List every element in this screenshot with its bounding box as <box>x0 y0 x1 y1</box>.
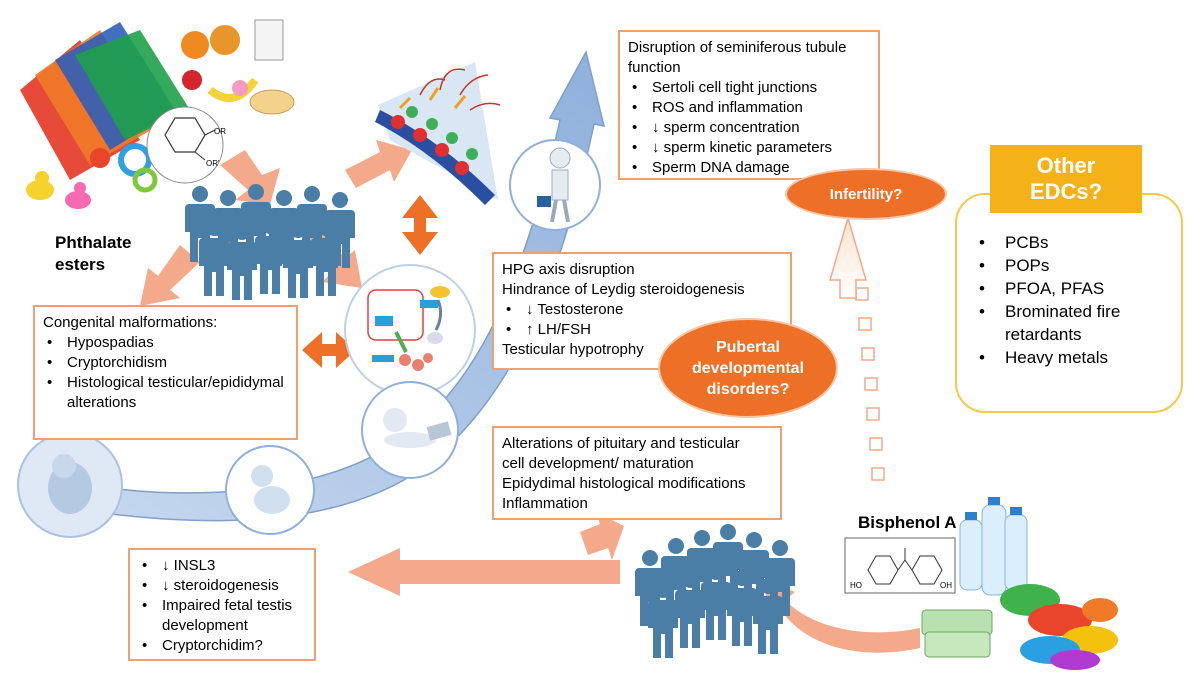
tubule-item: Sertoli cell tight junctions <box>628 78 870 98</box>
curved-arrow-bpa <box>762 578 920 653</box>
tubule-item: Sperm DNA damage <box>628 158 870 178</box>
tubule-item: ↓ sperm kinetic parameters <box>628 138 870 158</box>
pubertal-oval: Pubertal developmental disorders? <box>658 318 838 418</box>
bisphenol-label: Bisphenol A <box>858 513 957 532</box>
edc-item: POPs <box>975 254 1167 277</box>
fetal-item: Cryptorchidim? <box>138 636 306 656</box>
colored-folders-icon <box>20 22 190 180</box>
pituitary-box: Alterations of pituitary and testicular … <box>492 426 782 520</box>
pituitary-line: cell development/ maturation <box>502 455 694 472</box>
arrow-to-crowd <box>220 150 280 205</box>
hpg-axis-icon <box>344 264 476 396</box>
tubule-box: Disruption of seminiferous tubule functi… <box>618 30 880 180</box>
double-arrow-vertical <box>402 195 438 255</box>
or-prime-label: OR' <box>206 159 220 168</box>
hpg-line: HPG axis disruption <box>502 261 635 278</box>
hpg-item: ↑ LH/FSH <box>502 320 782 340</box>
salmon-arrows <box>140 140 624 596</box>
phthalate-label: Phthalate esters <box>55 233 132 274</box>
arrow-to-tubule <box>345 140 412 188</box>
people-crowd-bpa-icon <box>635 524 795 658</box>
arrow-down-left <box>140 245 200 306</box>
congenital-box: Congenital malformations: Hypospadias Cr… <box>33 305 298 440</box>
edc-item: PFOA, PFAS <box>975 277 1167 300</box>
other-edcs-title: Other EDCs? <box>990 145 1142 213</box>
edc-item: PCBs <box>975 231 1167 254</box>
pituitary-line: Alterations of pituitary and testicular <box>502 435 740 452</box>
other-edcs-title-text: Other EDCs? <box>1029 153 1103 204</box>
ho-label: HO <box>850 581 862 590</box>
infant-icon <box>225 445 315 535</box>
businessman-icon <box>509 139 601 231</box>
food-containers-icon <box>921 609 993 658</box>
congenital-title: Congenital malformations: <box>43 314 218 331</box>
congenital-item: Cryptorchidism <box>43 353 288 373</box>
edc-item: Heavy metals <box>975 346 1167 369</box>
tubule-item: ROS and inflammation <box>628 98 870 118</box>
infertility-oval: Infertility? <box>785 168 947 220</box>
arrow-to-fetal-box <box>348 548 620 596</box>
fetal-box: ↓ INSL3 ↓ steroidogenesis Impaired fetal… <box>128 548 316 661</box>
plastic-dishes-icon <box>1000 584 1118 670</box>
hpg-item: ↓ Testosterone <box>502 300 782 320</box>
child-laptop-icon <box>361 381 459 479</box>
tubule-title: Disruption of seminiferous tubule functi… <box>628 39 847 76</box>
fetus-icon <box>17 432 123 538</box>
other-edcs-box: PCBs POPs PFOA, PFAS Brominated fire ret… <box>955 193 1183 413</box>
arrow-up-to-pituitary <box>580 512 624 560</box>
congenital-item: Hypospadias <box>43 333 288 353</box>
seminiferous-tubule-icon <box>375 62 501 205</box>
bpa-structure: HO OH <box>844 537 956 594</box>
fetal-item: Impaired fetal testis development <box>138 596 306 636</box>
oh-label: OH <box>940 581 952 590</box>
food-icon <box>181 19 295 115</box>
hpg-line: Hindrance of Leydig steroidogenesis <box>502 281 745 298</box>
orange-double-arrows <box>302 195 438 368</box>
hpg-line: Testicular hypotrophy <box>502 341 644 358</box>
double-arrow-horizontal <box>302 332 356 368</box>
pituitary-line: Epidydimal histological modifications <box>502 475 746 492</box>
tubule-item: ↓ sperm concentration <box>628 118 870 138</box>
pituitary-line: Inflammation <box>502 495 588 512</box>
or-label: OR <box>214 127 226 136</box>
hollow-dashed-arrow <box>829 215 885 481</box>
phthalate-structure: OR OR' <box>146 106 226 184</box>
fetal-item: ↓ steroidogenesis <box>138 576 306 596</box>
toys-icon <box>26 143 158 209</box>
edc-item: Brominated fire retardants <box>975 300 1167 346</box>
water-bottles-icon <box>959 497 1028 596</box>
fetal-item: ↓ INSL3 <box>138 556 306 576</box>
congenital-item: Histological testicular/epididymal alter… <box>43 373 288 413</box>
